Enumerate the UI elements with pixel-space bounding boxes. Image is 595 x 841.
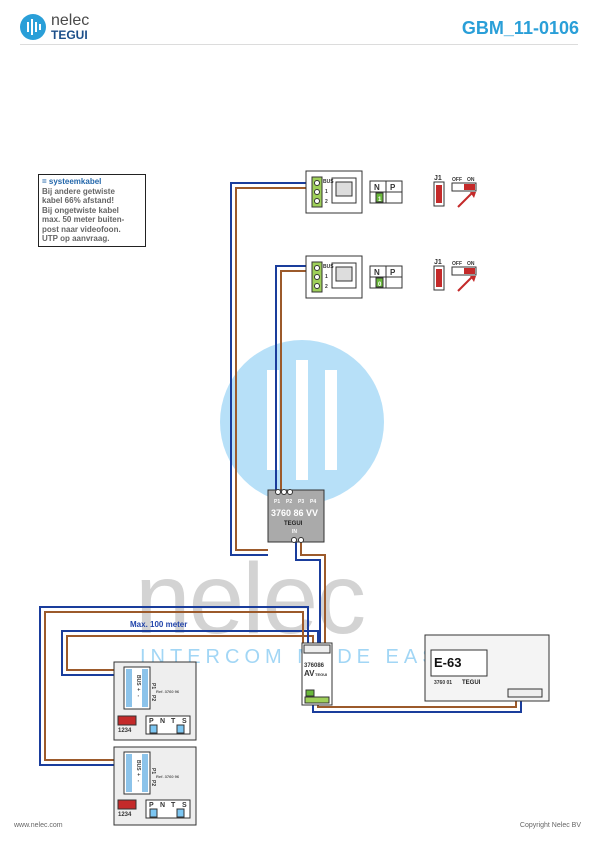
- av-label: AV: [304, 669, 315, 678]
- distributor-port-p4: P4: [310, 499, 316, 505]
- panel2-terminal-p1: P1: [150, 768, 156, 774]
- phone2-setting: 0: [378, 282, 382, 288]
- phone2-p-label: P: [390, 268, 396, 277]
- panel2-dip-numbers: 1234: [118, 812, 132, 818]
- note-line-1: Bij andere getwiste: [42, 186, 115, 196]
- videophone-2: [305, 255, 477, 299]
- videophone-1: [305, 170, 477, 214]
- panel1-terminal-plus: +: [135, 688, 141, 691]
- panel2-switch-n: N: [160, 802, 165, 809]
- panel2-terminal-minus: -: [135, 780, 141, 782]
- av-model: 376086: [304, 663, 325, 669]
- panel1-switch-p: P: [149, 718, 154, 725]
- phone1-on-label: ON: [467, 177, 475, 183]
- system-cable-note: = systeemkabel Bij andere getwiste kabel…: [38, 174, 146, 247]
- panel2-switch-p: P: [149, 802, 154, 809]
- distributor-model: 3760 86 VV: [271, 508, 318, 518]
- power-supply-e63: [424, 634, 550, 702]
- phone1-n-label: N: [374, 183, 380, 192]
- phone1-terminal-2: 2: [325, 199, 328, 205]
- distributor-port-p2: P2: [286, 499, 292, 505]
- panel1-terminal-minus: -: [135, 695, 141, 697]
- phone2-off-label: OFF: [452, 261, 462, 267]
- panel1-ref: Ref. 3760 96: [156, 689, 180, 694]
- watermark-tagline: INTERCOM MADE EASY: [140, 646, 459, 668]
- note-line-2: kabel 66% afstand!: [42, 196, 115, 205]
- phone1-jumper-label: J1: [434, 175, 442, 182]
- note-line-6: UTP op aanvraag.: [42, 234, 110, 243]
- logo-wordmark: nelec: [51, 12, 90, 29]
- phone2-jumper-label: J1: [434, 259, 442, 266]
- phone2-terminal-bus: BUS: [323, 264, 334, 270]
- note-line-3: Bij ongetwiste kabel: [42, 205, 119, 215]
- panel2-ref: Ref. 3760 96: [156, 774, 180, 779]
- psu-brand: TEGUI: [462, 680, 481, 686]
- note-line-4: max. 50 meter buiten-: [42, 215, 125, 224]
- phone1-terminal-bus: BUS: [323, 179, 334, 185]
- phone2-on-label: ON: [467, 261, 475, 267]
- phone2-terminal-1: 1: [325, 274, 328, 280]
- panel2-terminal-plus: +: [135, 773, 141, 776]
- panel2-terminal-p2: P2: [150, 780, 156, 786]
- panel1-terminal-p1: P1: [150, 683, 156, 689]
- panel1-dip-numbers: 1234: [118, 728, 132, 734]
- phone2-n-label: N: [374, 268, 380, 277]
- note-line-5: post naar videofoon.: [42, 224, 121, 234]
- panel1-switch-s: S: [182, 718, 187, 725]
- phone1-terminal-1: 1: [325, 189, 328, 195]
- panel1-switch-t: T: [171, 718, 176, 725]
- distributor-3760-86: [267, 489, 325, 543]
- psu-label: E-63: [434, 655, 461, 670]
- distributor-port-p1: P1: [274, 499, 280, 505]
- phone1-setting: 1: [378, 197, 382, 203]
- document-code: GBM_11-0106: [461, 18, 579, 38]
- nelec-logo-icon: [20, 14, 46, 40]
- psu-model: 3760 01: [434, 680, 452, 686]
- outdoor-panel-1: [113, 661, 197, 741]
- distributor-port-p3: P3: [298, 499, 304, 505]
- av-brand: TEGUI: [315, 672, 327, 677]
- cable-length-label: Max. 100 meter: [130, 620, 187, 629]
- panel1-switch-n: N: [160, 718, 165, 725]
- distributor-in-label: IN: [292, 529, 297, 535]
- panel1-terminal-p2: P2: [150, 695, 156, 701]
- phone1-off-label: OFF: [452, 177, 462, 183]
- phone1-p-label: P: [390, 183, 396, 192]
- panel2-terminal-bus: BUS: [135, 760, 141, 771]
- phone2-terminal-2: 2: [325, 284, 328, 290]
- logo-brand: TEGUI: [51, 28, 88, 42]
- outdoor-panel-2: [113, 746, 197, 826]
- distributor-brand: TEGUI: [284, 521, 303, 527]
- footer-website[interactable]: www.nelec.com: [14, 822, 63, 829]
- av-module: [301, 642, 333, 706]
- footer-copyright: Copyright Nelec BV: [519, 822, 581, 829]
- panel2-switch-t: T: [171, 802, 176, 809]
- panel1-terminal-bus: BUS: [135, 675, 141, 686]
- note-heading: = systeemkabel: [42, 177, 102, 186]
- header-divider: [20, 44, 578, 45]
- panel2-switch-s: S: [182, 802, 187, 809]
